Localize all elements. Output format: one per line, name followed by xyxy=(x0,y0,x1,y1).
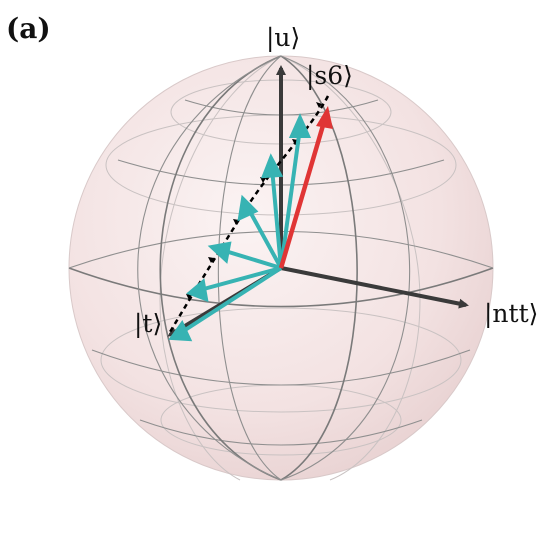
s6-state-label: |s6⟩ xyxy=(306,61,353,91)
state-vector xyxy=(279,127,302,269)
state-vector xyxy=(199,266,282,292)
intermediate-state-vectors xyxy=(168,113,312,342)
state-vector xyxy=(180,266,283,334)
state-vector xyxy=(246,207,283,269)
sphere-longitude-lines xyxy=(137,55,411,481)
ntt-axis-arrow xyxy=(280,266,469,309)
final-state-vector xyxy=(278,106,333,269)
panel-label: (a) xyxy=(6,12,51,45)
ntt-axis-label: |ntt⟩ xyxy=(484,299,538,329)
state-vector xyxy=(221,248,282,270)
u-axis-label: |u⟩ xyxy=(266,23,300,53)
t-axis-label: |t⟩ xyxy=(134,309,162,339)
state-vector xyxy=(270,167,283,269)
